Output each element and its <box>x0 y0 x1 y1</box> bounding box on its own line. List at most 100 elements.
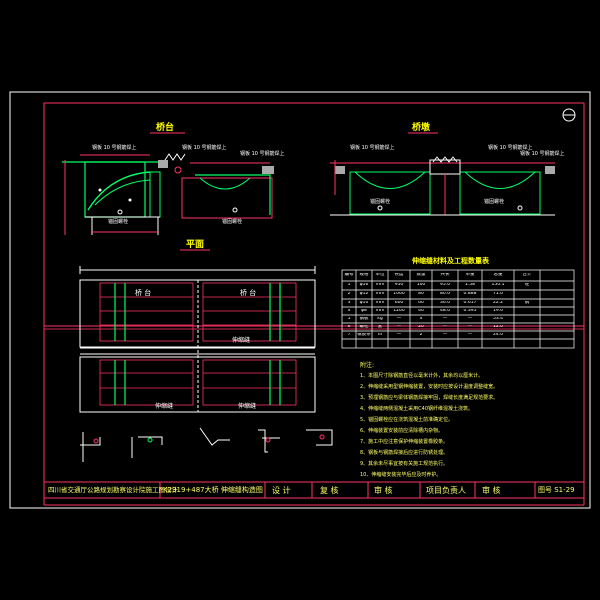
plan-label-top-left: 桥 台 <box>135 289 152 297</box>
table-cell: 53.4 <box>492 317 504 321</box>
bolt-label-b: 锚固螺栓 <box>222 219 243 225</box>
table-cell: φ12 <box>359 292 369 296</box>
table-header-cell: 编号 <box>344 273 354 277</box>
abutment-view-title: 桥台 <box>156 123 175 133</box>
plan-label-center: 伸缩缝 <box>232 337 251 344</box>
table-cell: mm <box>375 292 385 296</box>
titleblock-sheet: 图号 S1-29 <box>538 486 575 494</box>
table-cell: 2 <box>347 292 351 296</box>
bolt-label-c: 锚固螺栓 <box>370 199 391 205</box>
table-header-cell: 单位 <box>375 273 385 277</box>
callout-abutment-mid: 钢板 10 号钢筋焊上 <box>182 145 227 151</box>
notes-block: 附注: 1、本图尺寸除钢筋直径以毫米计外，其余均以厘米计。2、伸缩缝采用型钢伸缩… <box>360 360 575 481</box>
plan-view <box>79 249 316 413</box>
table-cell: 套 <box>377 325 383 329</box>
table-header-cell: 合计 <box>522 273 532 277</box>
table-cell: — <box>442 317 448 321</box>
table-cell: 1 <box>347 283 351 287</box>
plan-view-title: 平面 <box>186 240 205 250</box>
table-cell: 95.0 <box>439 283 451 287</box>
table-cell: mm <box>375 283 385 287</box>
note-line: 4、伸缩缝两侧混凝土采用C40钢纤维混凝土浇筑。 <box>360 406 474 412</box>
table-cell: — <box>396 317 402 321</box>
note-line: 5、锚固螺栓应在浇筑混凝土前准确定位。 <box>360 417 454 423</box>
table-cell: m <box>377 333 383 337</box>
title-block <box>43 481 585 499</box>
pier-section <box>330 132 555 216</box>
table-cell: 40 <box>418 309 424 313</box>
table-cell: 0.888 <box>463 292 477 296</box>
titleblock-date: 审 核 <box>482 486 501 495</box>
note-line: 1、本图尺寸除钢筋直径以毫米计外，其余均以厘米计。 <box>360 373 484 379</box>
detail-sketches <box>80 427 333 462</box>
abutment-section <box>62 132 274 235</box>
notes-heading: 附注: <box>360 362 375 369</box>
table-cell: 7 <box>347 333 351 337</box>
table-header-cell: 共长 <box>440 273 450 277</box>
table-cell: 2 <box>419 333 423 337</box>
outer-frame <box>9 91 591 509</box>
callout-pier-left: 钢板 10 号钢筋焊上 <box>350 145 395 151</box>
plan-label-top-right: 桥 台 <box>240 289 257 297</box>
callout-pier-right: 钢板 10 号钢筋焊上 <box>520 151 565 157</box>
table-cell: 橡胶条 <box>357 333 371 337</box>
table-cell: 螺栓 <box>359 325 369 329</box>
table-cell: φ8 <box>361 309 367 313</box>
table-cell: 12.0 <box>492 325 504 329</box>
titleblock-review: 审 核 <box>374 486 393 495</box>
table-cell: 4 <box>347 309 351 313</box>
table-cell: 钢 <box>524 301 530 305</box>
table-cell: 砼 <box>524 283 530 287</box>
table-cell: mm <box>375 301 385 305</box>
table-cell: 1200 <box>393 309 405 313</box>
table-header-cell: 长度 <box>394 273 404 277</box>
titleblock-org: 四川省交通厅公路规划勘察设计院施工图设计 <box>48 486 178 494</box>
table-header-cell: 总重 <box>493 273 503 277</box>
note-line: 9、其余未尽事宜按有关施工规范执行。 <box>360 461 449 467</box>
plan-label-bottom-left: 伸缩缝 <box>155 403 174 410</box>
table-cell: 24.0 <box>492 333 504 337</box>
table-cell: 60 <box>418 301 424 305</box>
table-cell: — <box>467 325 473 329</box>
table-cell: — <box>396 325 402 329</box>
table-cell: kg <box>377 317 383 321</box>
table-title: 伸缩缝材料及工程数量表 <box>412 257 489 265</box>
table-cell: 1000 <box>393 292 405 296</box>
table-header-cell: 数量 <box>416 273 426 277</box>
titleblock-leader: 项目负责人 <box>426 486 466 495</box>
quantity-table <box>341 269 575 349</box>
table-cell: 5 <box>347 317 351 321</box>
note-line: 6、伸缩装置安装前应清除槽内杂物。 <box>360 428 444 434</box>
bolt-label-a: 锚固螺栓 <box>108 219 129 225</box>
table-cell: — <box>467 333 473 337</box>
notes-lines: 1、本图尺寸除钢筋直径以毫米计外，其余均以厘米计。2、伸缩缝采用型钢伸缩装置，安… <box>360 371 575 481</box>
table-cell: — <box>467 317 473 321</box>
titleblock-design: 设 计 <box>272 486 291 495</box>
table-cell: 0.395 <box>463 309 477 313</box>
table-cell: 3 <box>347 301 351 305</box>
table-cell: φ16 <box>359 283 369 287</box>
table-cell: 80 <box>418 292 424 296</box>
table-cell: 100 <box>416 283 426 287</box>
table-cell: 71.0 <box>492 292 504 296</box>
plan-label-bottom-right: 伸缩缝 <box>238 403 257 410</box>
table-cell: 1.58 <box>464 283 476 287</box>
table-cell: 20 <box>418 325 424 329</box>
titleblock-check: 复 核 <box>320 486 339 495</box>
table-cell: 150.1 <box>491 283 505 287</box>
table-cell: mm <box>375 309 385 313</box>
note-line: 3、预埋钢筋应与梁体钢筋焊接牢固，焊缝长度满足规范要求。 <box>360 395 499 401</box>
titleblock-drawing-title: K2319+487大桥 伸缩缝构造图 <box>163 486 263 494</box>
table-cell: — <box>442 333 448 337</box>
table-cell: 6 <box>347 325 351 329</box>
table-cell: 48.0 <box>439 309 451 313</box>
table-cell: 80.0 <box>439 292 451 296</box>
table-header-cell: 规格 <box>359 273 369 277</box>
table-cell: 950 <box>394 283 404 287</box>
table-cell: — <box>396 333 402 337</box>
bolt-label-d: 锚固螺栓 <box>484 199 505 205</box>
table-cell: 600 <box>394 301 404 305</box>
note-line: 8、钢板与钢筋焊接后应进行防锈处理。 <box>360 450 449 456</box>
pier-view-title: 桥墩 <box>412 123 431 133</box>
